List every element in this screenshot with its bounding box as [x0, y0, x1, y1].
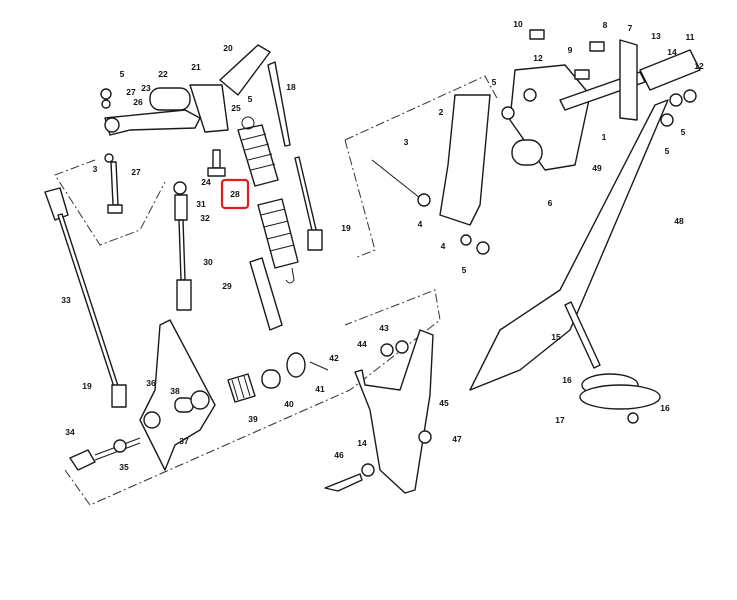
callout-label: 39	[248, 414, 258, 424]
callout-label: 14	[667, 47, 677, 57]
callout-label: 44	[357, 339, 367, 349]
callout-label: 33	[61, 295, 71, 305]
callout-label: 35	[119, 462, 129, 472]
callout-label: 11	[686, 32, 695, 42]
callout-label: 27	[126, 87, 136, 97]
callout-label: 5	[492, 77, 497, 87]
group-outline-right-arm	[344, 75, 499, 259]
callout-label: 38	[170, 386, 180, 396]
callout-label: 5	[462, 265, 467, 275]
callout-label: 43	[379, 323, 389, 333]
callout-label: 46	[334, 450, 344, 460]
callout-label: 9	[568, 45, 573, 55]
highlight-box-part-28	[220, 178, 250, 210]
callout-label: 23	[141, 83, 151, 93]
group-outline-bottom	[64, 289, 441, 506]
callout-label: 18	[286, 82, 296, 92]
callout-label: 4	[418, 219, 423, 229]
callout-label: 37	[179, 436, 189, 446]
callout-label: 31	[196, 199, 206, 209]
callout-label: 32	[200, 213, 210, 223]
callout-label: 14	[357, 438, 367, 448]
callout-label: 34	[65, 427, 75, 437]
linkage-assembly	[69, 319, 329, 471]
callout-label: 27	[131, 167, 141, 177]
callout-label: 20	[223, 43, 233, 53]
rods	[44, 156, 323, 408]
callout-label: 3	[93, 164, 98, 174]
callout-label: 12	[694, 61, 704, 71]
callout-label: 5	[248, 94, 253, 104]
callout-label: 24	[201, 177, 211, 187]
callout-labels: 5 27 23 22 26 21 20 5 25 18 3 27 24 28 3…	[61, 19, 704, 472]
callout-label: 10	[513, 19, 523, 29]
callout-label: 19	[82, 381, 92, 391]
pedal-assembly	[371, 29, 701, 424]
callout-label: 7	[628, 23, 633, 33]
callout-label: 29	[222, 281, 232, 291]
callout-label: 8	[603, 20, 608, 30]
callout-label: 36	[146, 378, 156, 388]
callout-label: 45	[439, 398, 449, 408]
callout-label: 16	[660, 403, 670, 413]
callout-label-highlighted: 28	[230, 189, 240, 199]
callout-label: 21	[191, 62, 201, 72]
callout-label: 47	[452, 434, 462, 444]
callout-label: 16	[562, 375, 572, 385]
springs	[237, 116, 299, 284]
callout-label: 17	[555, 415, 565, 425]
callout-label: 5	[120, 69, 125, 79]
callout-label: 4	[441, 241, 446, 251]
lever-assembly	[100, 44, 291, 214]
callout-label: 26	[133, 97, 143, 107]
callout-label: 48	[674, 216, 684, 226]
callout-label: 12	[533, 53, 543, 63]
callout-label: 19	[341, 223, 351, 233]
bracket	[324, 329, 434, 494]
callout-label: 3	[404, 137, 409, 147]
callout-label: 15	[551, 332, 561, 342]
callout-label: 5	[681, 127, 686, 137]
callout-label: 5	[665, 146, 670, 156]
callout-label: 49	[592, 163, 602, 173]
group-outline-left	[54, 159, 166, 246]
callout-label: 30	[203, 257, 213, 267]
callout-label: 6	[548, 198, 553, 208]
callout-label: 25	[231, 103, 241, 113]
callout-label: 1	[602, 132, 607, 142]
callout-label: 22	[158, 69, 168, 79]
callout-label: 13	[651, 31, 661, 41]
callout-label: 2	[439, 107, 444, 117]
callout-label: 41	[315, 384, 325, 394]
callout-label: 40	[284, 399, 294, 409]
callout-label: 42	[329, 353, 339, 363]
